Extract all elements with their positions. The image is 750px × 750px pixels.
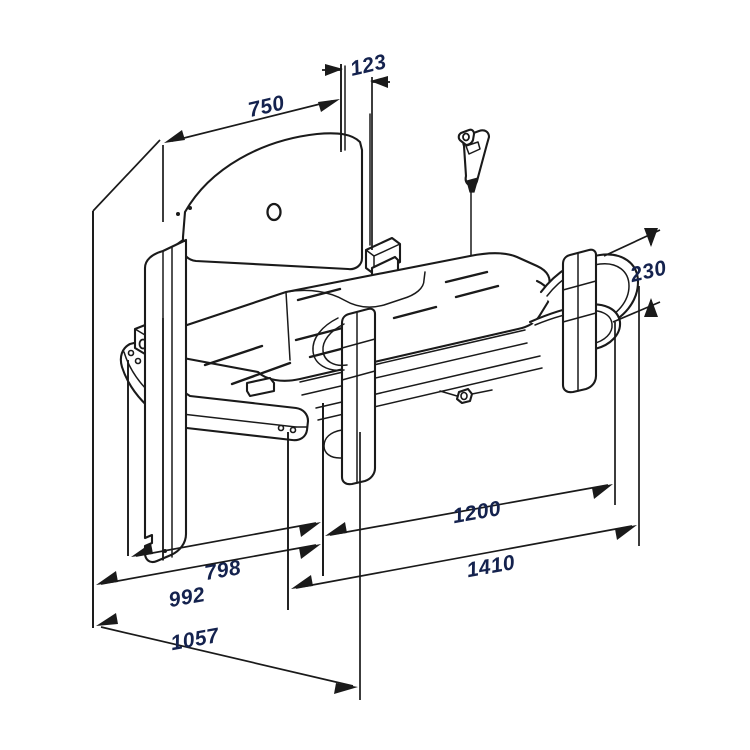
extension-lines-long xyxy=(127,318,289,610)
dimension-label-992: 992 xyxy=(167,583,207,612)
dimension-label-1057: 1057 xyxy=(169,624,222,655)
dimension-label-1200: 1200 xyxy=(451,497,503,528)
backrest-panel xyxy=(166,132,364,271)
shower-handset xyxy=(457,128,491,193)
backrest-hole xyxy=(266,202,282,222)
dimension-label-798: 798 xyxy=(203,556,243,585)
center-u-loop-bracket xyxy=(312,317,348,372)
dimension-label-123: 123 xyxy=(348,50,389,81)
dimension-label-750: 750 xyxy=(246,91,287,122)
wall-mounted-leg xyxy=(143,212,188,564)
dimension-label-230: 230 xyxy=(627,256,669,287)
rear-vertical-rail xyxy=(344,65,371,246)
support-strap-left xyxy=(323,307,377,486)
support-strap-right xyxy=(561,248,598,394)
